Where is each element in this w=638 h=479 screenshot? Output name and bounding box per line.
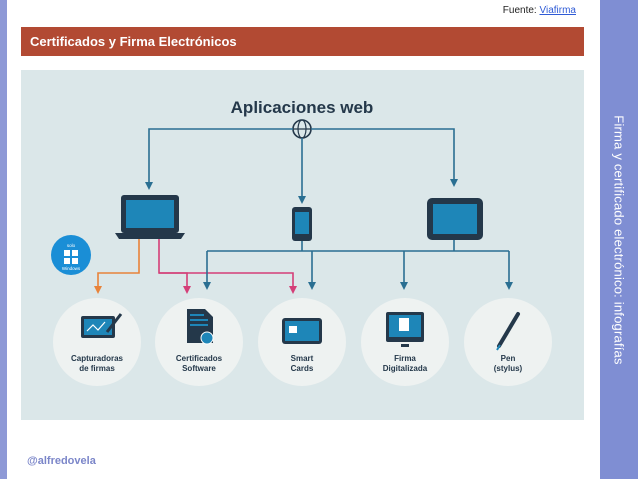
- laptop-connectors: [97, 239, 294, 288]
- vertical-title: Firma y certificado electrónico: infogra…: [611, 115, 627, 365]
- node-label-5a: Pen: [501, 354, 516, 363]
- node-label-5b: (stylus): [494, 364, 523, 373]
- windows-badge-line1: solo: [67, 243, 76, 248]
- node-label-2b: Software: [182, 364, 216, 373]
- node-label-3b: Cards: [291, 364, 314, 373]
- windows-badge: solo Windows: [51, 235, 91, 275]
- device-bus: [206, 240, 510, 284]
- diagram-svg: Aplicaciones web: [51, 98, 552, 386]
- node-pen: Pen (stylus): [464, 298, 552, 386]
- arrowheads-color: [94, 286, 297, 294]
- diagram-title: Aplicaciones web: [231, 98, 374, 117]
- source-link[interactable]: Viafirma: [539, 5, 577, 16]
- author-handle: @alfredovela: [27, 455, 96, 467]
- tablet-icon: [427, 198, 483, 240]
- right-side-bar: [600, 0, 638, 479]
- node-smart-cards: Smart Cards: [258, 298, 346, 386]
- phone-icon: [292, 207, 312, 241]
- source-credit: Fuente: Viafirma: [503, 5, 576, 16]
- laptop-icon: [115, 195, 185, 239]
- node-label-4a: Firma: [394, 354, 416, 363]
- web-connectors: [148, 128, 455, 200]
- infographic-diagram: Aplicaciones web: [21, 70, 584, 420]
- node-label-3a: Smart: [291, 354, 314, 363]
- windows-badge-line2: Windows: [62, 266, 81, 271]
- left-accent-bar: [0, 0, 7, 479]
- globe-icon: [292, 119, 312, 139]
- node-label-1b: de firmas: [79, 364, 115, 373]
- node-firma-digitalizada: Firma Digitalizada: [361, 298, 449, 386]
- node-label-4b: Digitalizada: [383, 364, 428, 373]
- node-label-1a: Capturadoras: [71, 354, 124, 363]
- arrowheads-top: [145, 179, 458, 204]
- stylus-pen-icon: [497, 312, 520, 348]
- source-label: Fuente:: [502, 5, 537, 16]
- windows-logo-icon: [64, 250, 70, 256]
- node-certificados: Certificados Software: [155, 298, 243, 386]
- node-capturadoras: Capturadoras de firmas: [53, 298, 141, 386]
- arrowheads-bus: [203, 282, 513, 290]
- page-title: Certificados y Firma Electrónicos: [21, 27, 584, 56]
- node-label-2a: Certificados: [176, 354, 223, 363]
